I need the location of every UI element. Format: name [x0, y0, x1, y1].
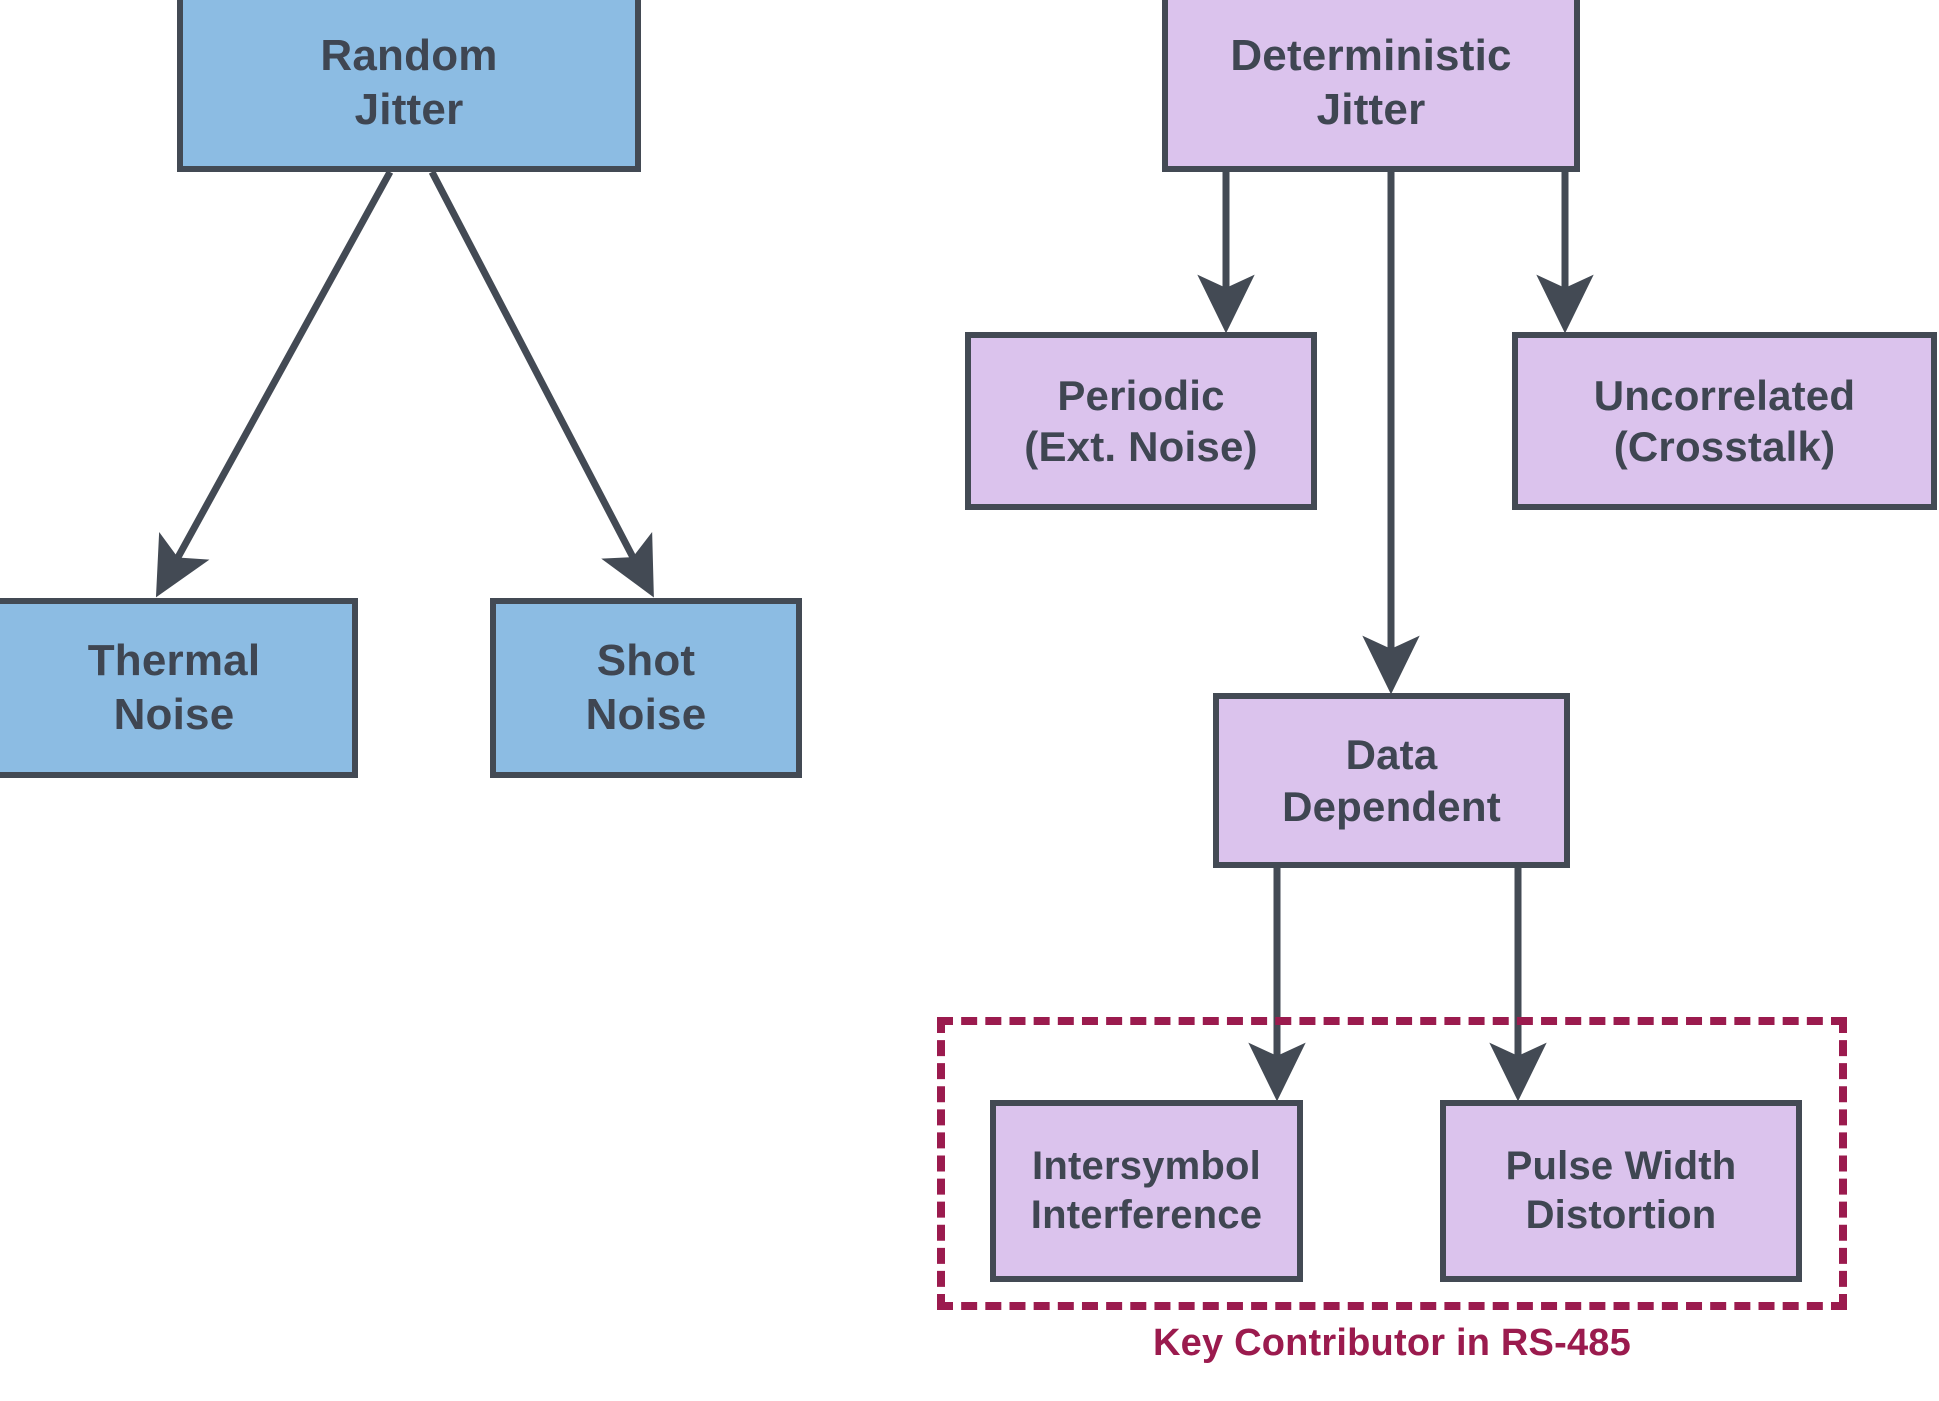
edge-random-to-thermal: [155, 170, 394, 598]
node-pulse-width-label: Pulse Width Distortion: [1505, 1144, 1737, 1237]
node-random-jitter[interactable]: Random Jitter: [177, 0, 641, 172]
node-deterministic-jitter[interactable]: Deterministic Jitter: [1162, 0, 1580, 172]
edge-random-to-shot: [428, 170, 654, 598]
node-uncorrelated-label: Uncorrelated (Crosstalk): [1593, 371, 1856, 470]
node-thermal-noise[interactable]: Thermal Noise: [0, 598, 358, 778]
node-periodic-label: Periodic (Ext. Noise): [1024, 371, 1258, 470]
node-deterministic-jitter-label: Deterministic Jitter: [1230, 31, 1512, 134]
node-data-dependent[interactable]: Data Dependent: [1213, 693, 1570, 868]
node-intersymbol-label: Intersymbol Interference: [1030, 1144, 1263, 1237]
node-periodic-ext-noise[interactable]: Periodic (Ext. Noise): [965, 332, 1317, 510]
key-contributor-caption: Key Contributor in RS-485: [1153, 1322, 1631, 1364]
node-shot-noise-label: Shot Noise: [585, 636, 707, 739]
node-thermal-noise-label: Thermal Noise: [87, 636, 261, 739]
node-uncorrelated-crosstalk[interactable]: Uncorrelated (Crosstalk): [1512, 332, 1937, 510]
node-random-jitter-label: Random Jitter: [320, 31, 498, 134]
node-data-dependent-label: Data Dependent: [1282, 731, 1501, 830]
node-shot-noise[interactable]: Shot Noise: [490, 598, 802, 778]
node-pulse-width-distortion[interactable]: Pulse Width Distortion: [1440, 1100, 1802, 1282]
node-intersymbol-interference[interactable]: Intersymbol Interference: [990, 1100, 1303, 1282]
key-contributor-highlight-box: [937, 1017, 1847, 1310]
